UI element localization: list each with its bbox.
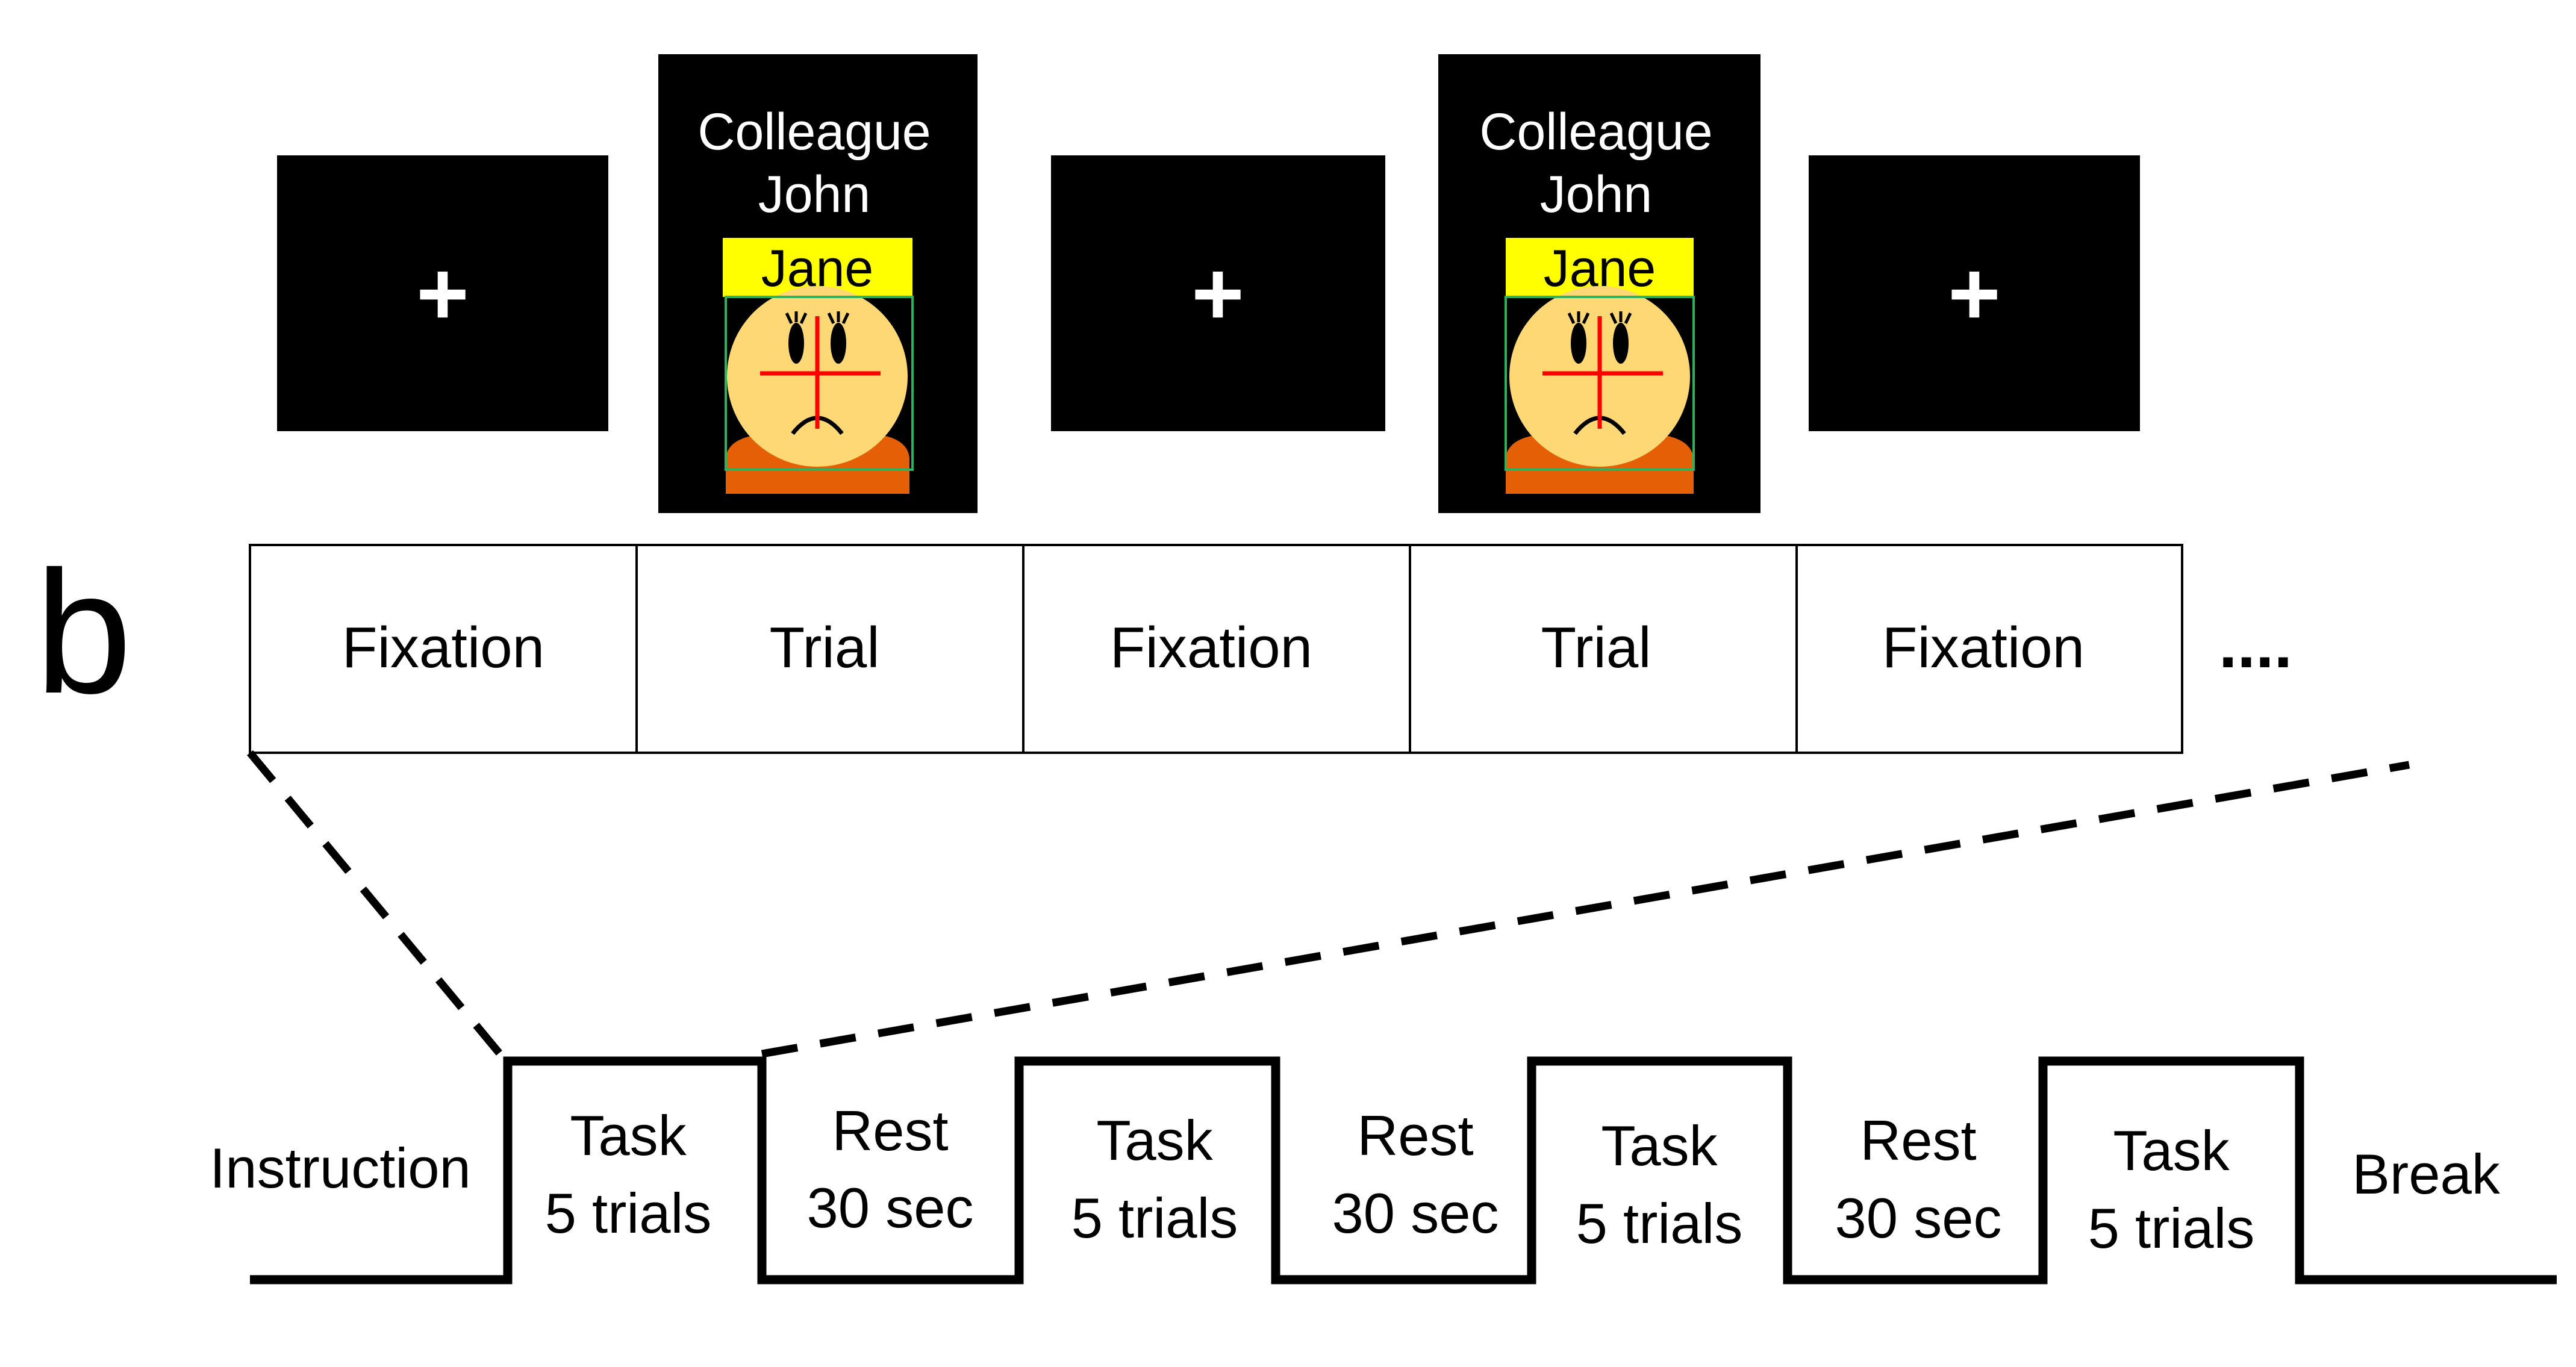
left-eye-icon xyxy=(1571,323,1586,364)
left-eye-icon xyxy=(788,323,804,364)
fixation-cross: + xyxy=(1948,243,2001,344)
timeline-block: Task 5 trials xyxy=(1576,1114,1743,1255)
sequence-cell-box xyxy=(635,544,1024,754)
timeline-block: Rest 30 sec xyxy=(1835,1109,2002,1250)
sequence-cell-box xyxy=(1022,544,1411,754)
fixation-screen: + xyxy=(277,155,608,431)
timeline-block-line1: Task xyxy=(570,1104,687,1167)
sequence-cell-box xyxy=(1795,544,2183,754)
fixation-screen-bg xyxy=(1051,155,1385,431)
eyelash-icon xyxy=(1567,311,1632,325)
face-avatar xyxy=(725,286,914,494)
timeline-instruction-label: Instruction xyxy=(210,1136,471,1200)
avatar-outline xyxy=(725,296,914,471)
timeline-block: Rest 30 sec xyxy=(807,1099,974,1239)
timeline-waveform xyxy=(250,1056,2557,1284)
timeline-block-line2: 30 sec xyxy=(1835,1186,2002,1250)
timeline-block-line2: 30 sec xyxy=(1332,1182,1499,1245)
timeline-block-line2: 5 trials xyxy=(1576,1192,1743,1255)
sequence-cell: Fixation xyxy=(1795,544,2183,754)
face-avatar xyxy=(1505,286,1695,494)
zoom-connector xyxy=(246,750,2410,1058)
panel-letter: b xyxy=(35,535,132,730)
stimulus-row: + Colleague John Jane xyxy=(277,54,2140,513)
fixation-screen-bg xyxy=(1809,155,2140,431)
timeline-block: Task 5 trials xyxy=(1071,1109,1238,1250)
timeline-block: Rest 30 sec xyxy=(1332,1104,1499,1245)
fixation-screen: + xyxy=(1809,155,2140,431)
trial-header-line2: John xyxy=(758,166,871,223)
trial-screen: Colleague John Jane xyxy=(658,54,978,513)
trial-header-line2: John xyxy=(1540,166,1653,223)
fixation-screen-bg xyxy=(277,155,608,431)
zoom-line-right xyxy=(761,761,2410,1058)
timeline-block-line2: 5 trials xyxy=(1071,1186,1238,1250)
right-eye-icon xyxy=(1613,323,1629,364)
trial-screen: Colleague John Jane xyxy=(1438,54,1760,513)
zoom-line-left xyxy=(246,750,504,1057)
sequence-cell-box xyxy=(1409,544,1798,754)
right-eye-icon xyxy=(831,323,846,364)
timeline-block-line1: Task xyxy=(1096,1109,1213,1172)
sequence-cell-label: Trial xyxy=(769,615,879,680)
sequence-cell: Fixation xyxy=(1022,544,1411,754)
timeline-block-line2: 30 sec xyxy=(807,1176,974,1239)
sequence-cell: Trial xyxy=(635,544,1024,754)
timeline-block-line1: Task xyxy=(2113,1119,2230,1182)
trial-header-line1: Colleague xyxy=(1479,103,1712,161)
sequence-cell-label: Fixation xyxy=(342,615,544,680)
timeline-break-label: Break xyxy=(2352,1142,2501,1206)
eyelash-icon xyxy=(785,311,850,325)
fixation-cross: + xyxy=(1191,243,1244,344)
timeline-block-line2: 5 trials xyxy=(2088,1197,2255,1260)
timeline-block-line1: Rest xyxy=(832,1099,948,1162)
avatar-outline xyxy=(1505,296,1695,471)
sequence-row: Fixation Trial Fixation Trial Fixation .… xyxy=(249,544,2292,754)
sequence-cell: Trial xyxy=(1409,544,1798,754)
timeline-block-line1: Task xyxy=(1601,1114,1718,1177)
timeline-block-line2: 5 trials xyxy=(545,1182,712,1245)
timeline-block: Task 5 trials xyxy=(2088,1119,2255,1260)
timeline-block-line1: Rest xyxy=(1860,1109,1976,1172)
sequence-cell-label: Fixation xyxy=(1882,615,2085,680)
block-timeline: Instruction Task 5 trials Rest 30 sec Ta… xyxy=(210,1056,2557,1284)
timeline-block: Task 5 trials xyxy=(545,1104,712,1245)
sequence-cell-label: Trial xyxy=(1541,615,1651,680)
fixation-cross: + xyxy=(416,243,469,344)
trial-header-line1: Colleague xyxy=(697,103,931,161)
fixation-screen: + xyxy=(1051,155,1385,431)
timeline-block-line1: Rest xyxy=(1357,1104,1473,1167)
sequence-cell: Fixation xyxy=(249,544,638,754)
sequence-cell-box xyxy=(249,544,638,754)
sequence-continuation: .... xyxy=(2219,608,2292,682)
sequence-cell-label: Fixation xyxy=(1110,615,1312,680)
